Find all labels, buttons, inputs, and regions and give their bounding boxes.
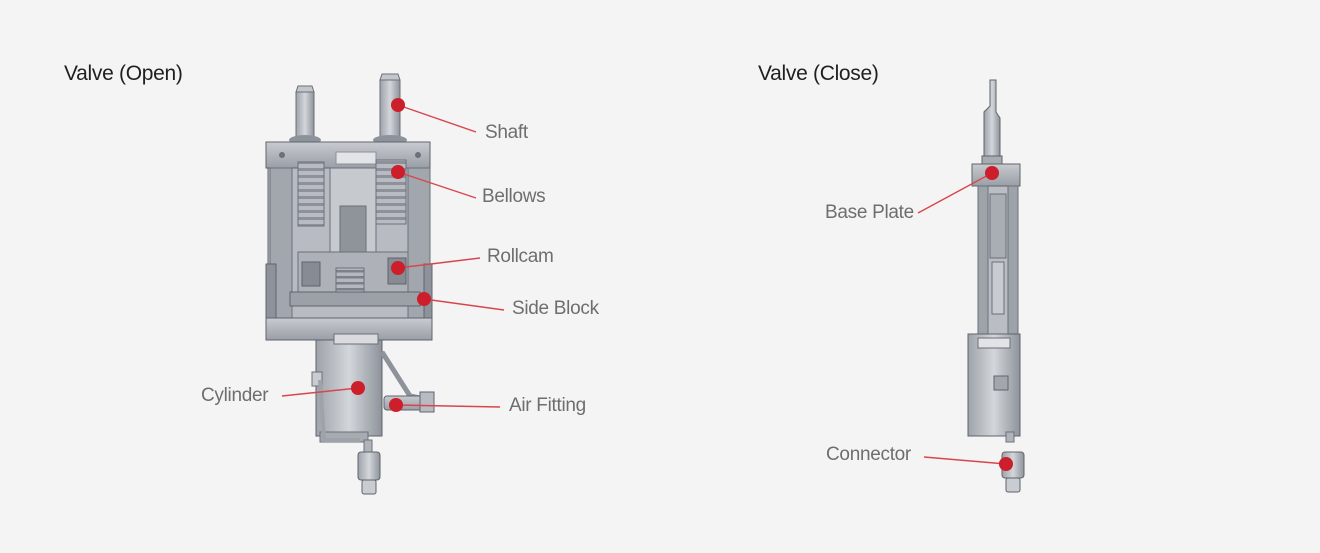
side-block-marker xyxy=(417,292,431,306)
connector-marker xyxy=(999,457,1013,471)
base-plate-marker xyxy=(985,166,999,180)
label-base-plate: Base Plate xyxy=(825,202,914,223)
rollcam-marker xyxy=(391,261,405,275)
rollcam-leader-line xyxy=(397,257,481,269)
label-shaft: Shaft xyxy=(485,122,528,143)
label-air-fitting: Air Fitting xyxy=(509,395,586,416)
main-body xyxy=(265,159,433,341)
cylinder-leader-line xyxy=(281,387,359,397)
bellows-leader-line xyxy=(397,171,477,199)
shaft-marker xyxy=(391,98,405,112)
callout-markers xyxy=(351,98,1013,471)
air-fitting-marker xyxy=(389,398,403,412)
label-rollcam: Rollcam xyxy=(487,246,554,267)
cylinder-marker xyxy=(351,381,365,395)
open-view-title: Valve (Open) xyxy=(64,62,183,85)
air-fitting-leader-line xyxy=(395,404,501,408)
connector-leader-line xyxy=(923,456,1007,465)
side-block-leader-line xyxy=(423,298,505,311)
shaft-part xyxy=(289,73,407,145)
cylinder-part xyxy=(311,333,383,495)
close-valve-illustration xyxy=(967,79,1025,493)
label-bellows: Bellows xyxy=(482,186,546,207)
base-plate-leader-line xyxy=(917,172,993,214)
shaft-leader-line xyxy=(397,104,477,133)
bellows-marker xyxy=(391,165,405,179)
label-cylinder: Cylinder xyxy=(201,385,269,406)
label-connector: Connector xyxy=(826,444,911,465)
callout-lines xyxy=(281,104,1007,465)
close-view-title: Valve (Close) xyxy=(758,62,879,85)
open-valve-illustration xyxy=(265,73,435,495)
label-side-block: Side Block xyxy=(512,298,599,319)
